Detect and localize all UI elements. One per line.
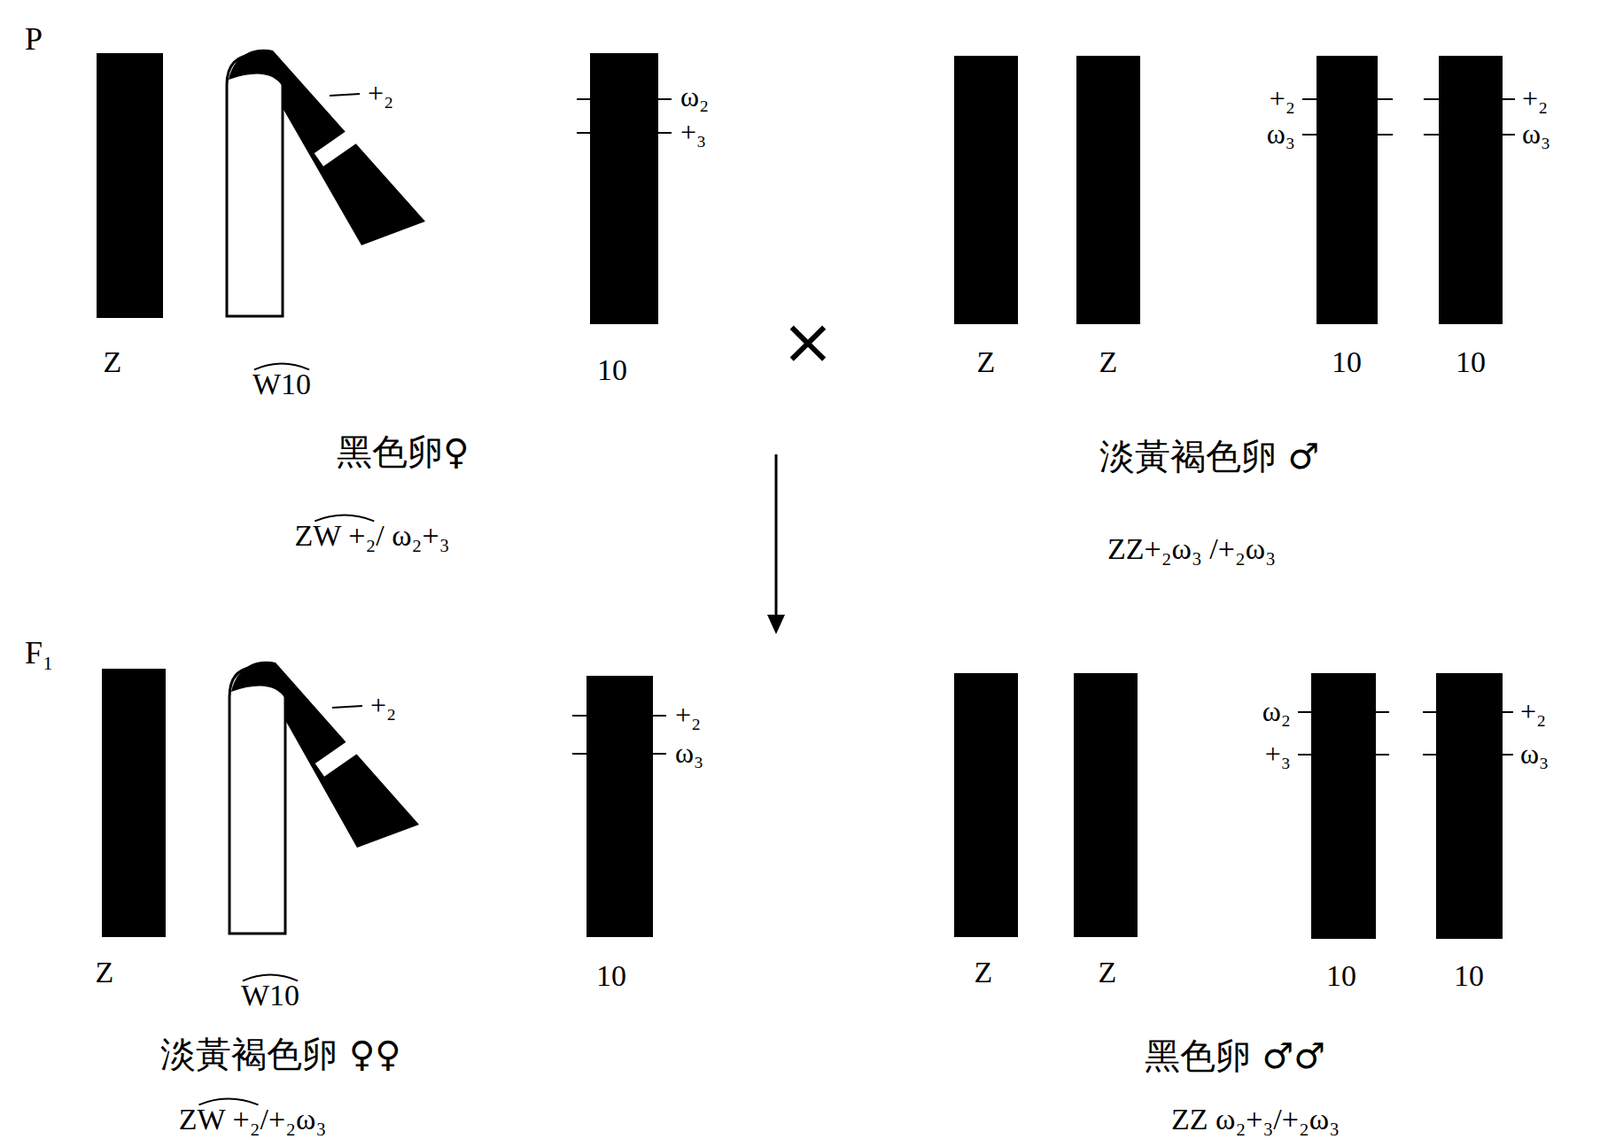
gene-label: +₂ [1522, 83, 1548, 115]
gene-label: +₂ [1520, 696, 1546, 728]
chromosome-label: 10 [596, 959, 627, 993]
w10-chromosome [226, 54, 283, 317]
gene-label: +₂ [675, 699, 701, 731]
z-chromosome [96, 53, 164, 319]
gene-tick [1423, 133, 1515, 136]
gene-tick [329, 93, 360, 96]
gene-tick [572, 714, 667, 717]
gene-label: +₂ [370, 690, 397, 722]
cross-arrow [775, 454, 778, 617]
chromosome-label: Z [95, 955, 115, 989]
generation-label: P [24, 22, 43, 58]
genotype-label: ZW +₂/ ω₂+₃ [295, 519, 451, 552]
chromosome-label: Z [103, 345, 123, 379]
gene-tick [332, 706, 363, 708]
chromosome-label: W10 [252, 367, 311, 401]
p-male [954, 55, 1515, 325]
z-chromosome [101, 668, 166, 938]
chromosome-label: 10 [597, 353, 628, 387]
gene-label: ω₃ [675, 737, 704, 769]
w10-chromosome [229, 667, 286, 934]
chromosome-label: 10 [1455, 345, 1486, 379]
gene-label: +₃ [680, 116, 707, 148]
gene-label: ω₂ [1262, 696, 1291, 728]
gene-label: +₃ [1265, 738, 1291, 770]
chromosome-label: 10 [1326, 959, 1357, 993]
chromosome-10 [1438, 55, 1503, 325]
gene-tick [1297, 753, 1390, 756]
z-chromosome [954, 55, 1018, 325]
arrow-head [767, 614, 785, 635]
f1-male [954, 673, 1514, 940]
chromosome-label: 10 [1453, 959, 1484, 993]
generation-label: F₁ [24, 636, 55, 672]
z-chromosome [1076, 55, 1141, 325]
genotype-label: ZZ+₂ω₃ /+₂ω₃ [1107, 532, 1276, 566]
gene-label: ω₃ [1522, 118, 1551, 150]
f1-female [101, 661, 667, 938]
arm-band [314, 125, 364, 167]
gene-label: ω₃ [1266, 118, 1296, 150]
gene-tick [1302, 133, 1393, 136]
gene-tick [1423, 98, 1515, 101]
genotype-label: ZW +₂/+₂ω₃ [178, 1102, 327, 1136]
phenotype-label: 淡黃褐色卵 ♀♀ [160, 1034, 401, 1074]
chromosome-label: Z [977, 345, 996, 379]
phenotype-label: 黑色卵♀ [336, 432, 469, 472]
chromosome-label: Z [1099, 345, 1119, 379]
genotype-label: ZZ ω₂+₃/+₂ω₃ [1171, 1102, 1340, 1136]
chromosome-label: Z [974, 955, 994, 989]
cross-sign: × [781, 306, 835, 377]
gene-tick [572, 753, 667, 755]
gene-label: +₂ [1269, 83, 1296, 115]
gene-tick [1302, 98, 1393, 101]
attachment-arcs [199, 364, 375, 1106]
gene-label: +₂ [367, 77, 394, 109]
chromosome-label: W10 [240, 978, 300, 1012]
gene-tick [1297, 711, 1390, 714]
gene-label: ω₂ [680, 81, 709, 113]
chromosome-10 [1316, 55, 1378, 325]
z-chromosome [1073, 673, 1138, 938]
gene-tick [576, 98, 672, 101]
chromosome-label: Z [1098, 955, 1118, 989]
translocated-arm [231, 661, 420, 848]
z-chromosome [954, 673, 1018, 938]
gene-label: ω₃ [1520, 738, 1549, 770]
phenotype-label: 黑色卵 ♂♂ [1144, 1036, 1326, 1076]
p-female [96, 49, 672, 325]
phenotype-label: 淡黃褐色卵 ♂ [1099, 436, 1321, 476]
gene-tick [576, 132, 672, 134]
arm-band [315, 736, 365, 777]
chromosome-10 [590, 53, 659, 325]
gene-tick [1422, 711, 1514, 714]
chromosome-label: 10 [1331, 345, 1362, 379]
gene-tick [1422, 753, 1514, 756]
translocated-arm [228, 49, 426, 246]
w10-group [229, 661, 420, 934]
